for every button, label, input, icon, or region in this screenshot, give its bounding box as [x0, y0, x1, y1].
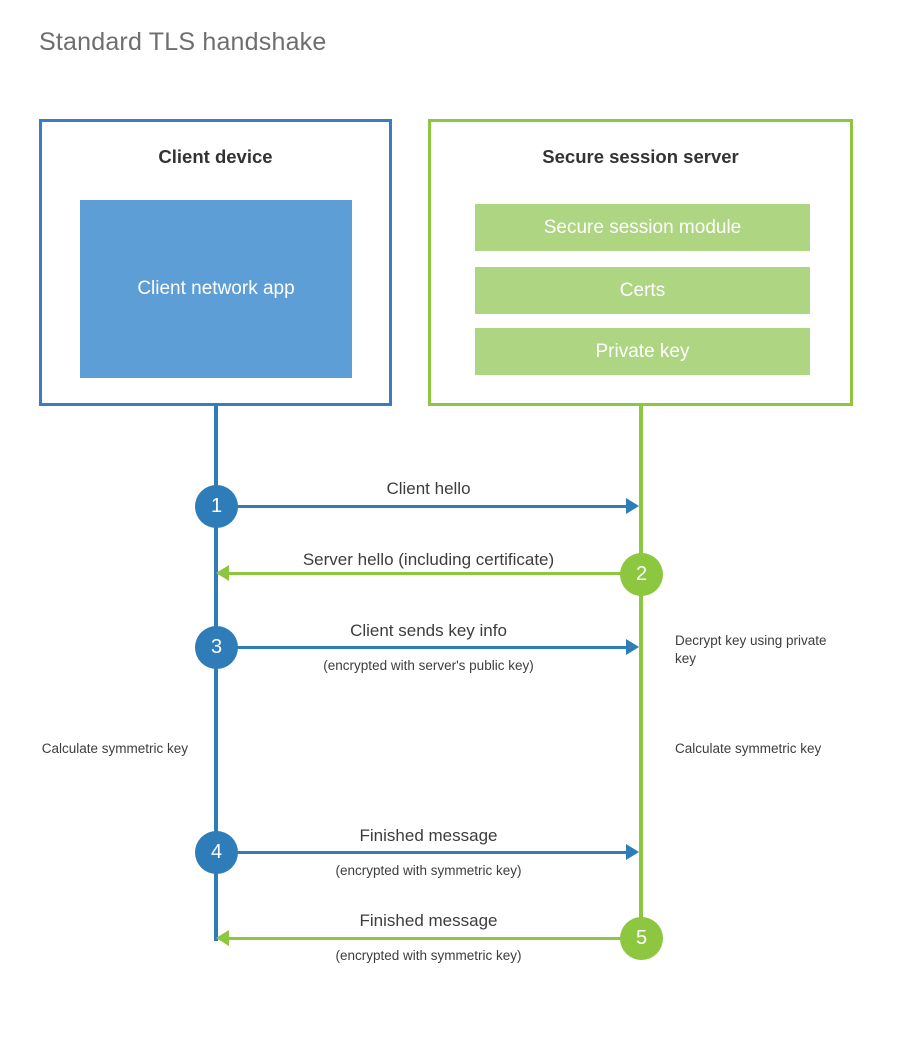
- step-5-sublabel: (encrypted with symmetric key): [335, 948, 522, 963]
- secure-session-server-box: Secure session server Secure session mod…: [428, 119, 853, 406]
- client-device-box: Client device Client network app: [39, 119, 392, 406]
- server-block-private-key: Private key: [475, 328, 810, 375]
- step-3-label: Client sends key info: [350, 621, 507, 640]
- step-4-arrow-head: [626, 844, 639, 860]
- step-marker-5[interactable]: 5: [620, 917, 663, 960]
- note-client-calculate-symmetric-key: Calculate symmetric key: [41, 741, 188, 756]
- step-marker-1[interactable]: 1: [195, 485, 238, 528]
- secure-session-server-title: Secure session server: [542, 146, 739, 167]
- step-4-sublabel: (encrypted with symmetric key): [335, 863, 522, 878]
- step-marker-2[interactable]: 2: [620, 553, 663, 596]
- step-3-arrow-line: [216, 646, 628, 649]
- step-2-arrow-line: [229, 572, 641, 575]
- note-server-calculate-symmetric-key: Calculate symmetric key: [675, 741, 822, 756]
- step-5-arrow-line: [229, 937, 641, 940]
- server-block-secure-session-module: Secure session module: [475, 204, 810, 251]
- client-lifeline: [214, 403, 218, 941]
- step-5-label: Finished message: [359, 911, 498, 930]
- page-title: Standard TLS handshake: [39, 28, 327, 56]
- step-2-label: Server hello (including certificate): [302, 550, 555, 569]
- step-5-arrow-head: [216, 930, 229, 946]
- step-4-label: Finished message: [359, 826, 498, 845]
- step-1-label: Client hello: [386, 479, 471, 498]
- client-device-title: Client device: [158, 146, 273, 167]
- client-network-app-block: Client network app: [80, 200, 352, 378]
- step-marker-4[interactable]: 4: [195, 831, 238, 874]
- step-3-sublabel: (encrypted with server's public key): [323, 658, 534, 673]
- step-3-arrow-head: [626, 639, 639, 655]
- server-lifeline: [639, 403, 643, 941]
- step-2-arrow-head: [216, 565, 229, 581]
- step-1-arrow-line: [216, 505, 628, 508]
- step-4-arrow-line: [216, 851, 628, 854]
- note-decrypt-key: Decrypt key using private key: [675, 633, 827, 667]
- step-marker-3[interactable]: 3: [195, 626, 238, 669]
- step-1-arrow-head: [626, 498, 639, 514]
- server-block-certs: Certs: [475, 267, 810, 314]
